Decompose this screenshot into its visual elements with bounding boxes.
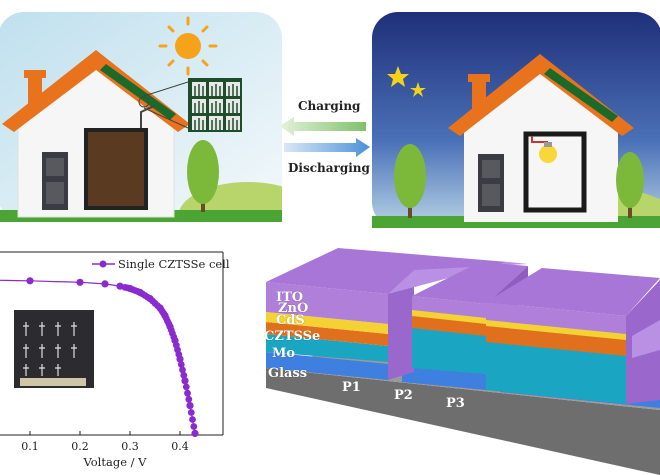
jv-curve: [0, 277, 199, 437]
data-point: [181, 377, 189, 385]
scribe-label-p2: P2: [394, 388, 413, 403]
layer-label-cds: CdS: [276, 313, 305, 328]
data-point: [185, 395, 193, 403]
window-lit: [523, 131, 587, 213]
layer-label-ito: ITO: [276, 290, 304, 305]
discharging-label: Discharging: [288, 161, 370, 175]
data-point: [187, 409, 195, 416]
cell-block-1: [266, 248, 508, 362]
tree-icon: [616, 152, 644, 218]
glass-substrate: [266, 368, 660, 475]
chimney: [28, 74, 42, 108]
x-tick-label: 0.1: [21, 440, 39, 453]
charging-label: Charging: [298, 99, 361, 113]
data-point: [101, 280, 109, 288]
star-icon: [387, 66, 409, 87]
sun-icon: [158, 16, 218, 76]
x-tick-label: 0.3: [121, 440, 139, 453]
day-scene: [0, 12, 282, 222]
data-point: [186, 402, 194, 409]
data-point: [26, 277, 34, 285]
discharging-arrow-icon: [284, 138, 370, 157]
data-point: [189, 416, 196, 423]
charging-arrow-icon: [280, 117, 366, 136]
tree-icon: [187, 140, 219, 212]
jv-plot: 0.1 0.2 0.3 0.4 Single CZTSSe cell Voltage …: [0, 251, 230, 469]
plot-frame: [0, 251, 224, 436]
night-scene: [372, 12, 660, 228]
legend: Single CZTSSe cell: [92, 257, 230, 271]
star-icon: [410, 82, 426, 97]
window-dark: [84, 128, 148, 210]
data-point: [176, 355, 184, 363]
legend-label: Single CZTSSe cell: [118, 257, 230, 271]
house: [448, 54, 634, 222]
data-point: [190, 423, 198, 430]
mo-layer: [266, 352, 388, 380]
data-point: [182, 383, 190, 391]
device-stack-3d: ITO ZnO CdS CZTSSe Mo Glass P1 P2 P3: [246, 240, 660, 475]
light-bulb-icon: [539, 142, 557, 163]
layer-label-glass: Glass: [268, 366, 308, 381]
layer-label-mo: Mo: [272, 346, 296, 361]
x-tick-label: 0.4: [171, 440, 189, 453]
layer-label-czts: CZTSSe: [264, 329, 321, 344]
x-tick-label: 0.2: [71, 440, 89, 453]
data-point: [179, 366, 186, 374]
data-point: [180, 371, 188, 379]
data-point: [184, 389, 191, 397]
house: [2, 50, 190, 218]
tree-icon: [394, 144, 426, 218]
data-point: [177, 361, 185, 368]
charge-arrows: Charging Discharging: [280, 95, 370, 190]
data-point: [76, 278, 84, 286]
roof-solar-panel: [100, 64, 176, 120]
data-point: [191, 430, 199, 437]
roof: [2, 50, 190, 132]
cell-photo-inset: [14, 310, 94, 388]
x-axis-label: Voltage / V: [83, 455, 148, 469]
layer-label-zno: ZnO: [278, 301, 309, 316]
scribe-label-p1: P1: [342, 380, 361, 395]
cell-block-3: [486, 268, 660, 404]
solar-module-zoom: [138, 78, 242, 132]
scribe-label-p3: P3: [446, 396, 465, 411]
